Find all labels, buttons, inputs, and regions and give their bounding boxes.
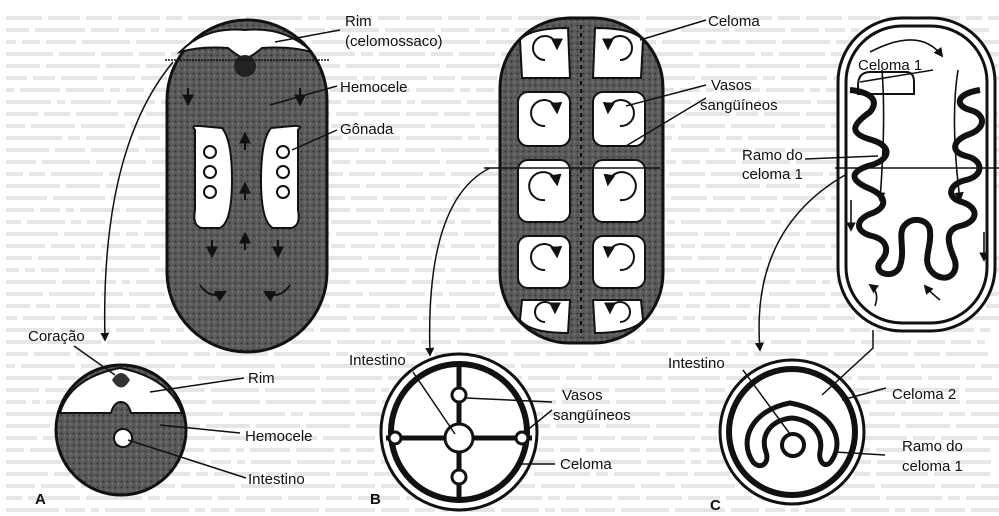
label-hemocele-section: Hemocele <box>245 428 313 445</box>
label-celoma1: Celoma 1 <box>858 57 922 74</box>
panel-b-section <box>381 354 537 510</box>
panel-a-intestine-section <box>114 429 132 447</box>
label-celoma2: Celoma 2 <box>892 386 956 403</box>
panel-letter-b: B <box>370 491 381 508</box>
label-vasos-section-1: Vasos <box>562 387 603 404</box>
label-celoma-section-b: Celoma <box>560 456 612 473</box>
panel-letter-a: A <box>35 491 46 508</box>
label-rim-section: Rim <box>248 370 275 387</box>
label-ramo-section-2: celoma 1 <box>902 458 963 475</box>
label-ramo-2: celoma 1 <box>742 166 803 183</box>
panel-a-section <box>56 365 186 495</box>
label-vasos-2: sangüíneos <box>700 97 778 114</box>
label-ramo-section-1: Ramo do <box>902 438 963 455</box>
panel-c-section <box>720 360 864 504</box>
label-intestino-b: Intestino <box>349 352 406 369</box>
label-rim: Rim <box>345 13 372 30</box>
label-vasos-1: Vasos <box>711 77 752 94</box>
label-vasos-section-2: sangüíneos <box>553 407 631 424</box>
label-rim-detail: (celomossaco) <box>345 33 443 50</box>
label-gonada: Gônada <box>340 121 394 138</box>
panel-b-body <box>484 18 663 343</box>
panel-a-body <box>165 20 330 352</box>
label-coracao: Coração <box>28 328 85 345</box>
label-intestino-a: Intestino <box>248 471 305 488</box>
label-hemocele: Hemocele <box>340 79 408 96</box>
label-ramo-1: Ramo do <box>742 147 803 164</box>
label-celoma-b: Celoma <box>708 13 760 30</box>
panel-letter-c: C <box>710 497 721 514</box>
panel-a-heart <box>234 55 256 77</box>
label-intestino-c: Intestino <box>668 355 725 372</box>
